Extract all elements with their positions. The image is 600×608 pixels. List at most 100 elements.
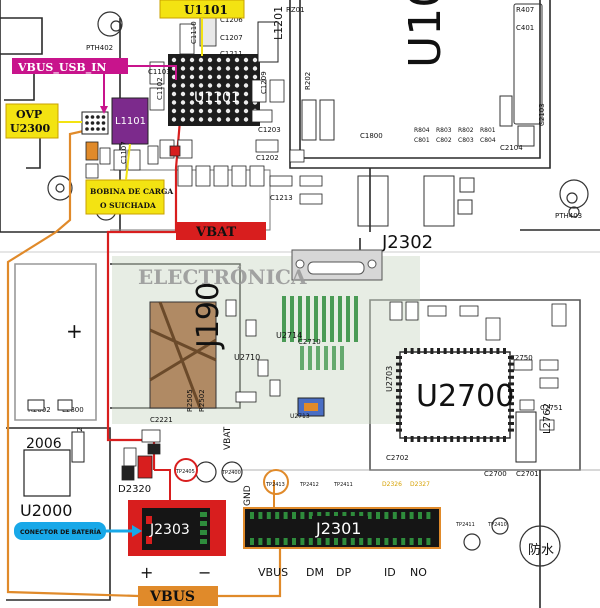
c801-label: C801 <box>414 137 430 144</box>
r802-label: R802 <box>458 127 474 134</box>
battery-plus-sign: + <box>140 563 153 582</box>
pin-dm-label: DM <box>306 566 324 579</box>
d2320-label: D2320 <box>118 484 151 495</box>
bobina-callout <box>85 179 165 215</box>
vbus-callout-text: VBUS <box>149 589 195 605</box>
vbus-callout <box>138 586 218 606</box>
u2700-chip <box>399 351 511 439</box>
c1800-label: C1800 <box>360 132 383 140</box>
waterproof-label: 防水 <box>528 542 554 558</box>
r804-label: R804 <box>414 127 430 134</box>
j2302-label: J2302 <box>381 232 433 253</box>
c2750-label: C2750 <box>510 354 533 362</box>
tp2411-label: TP2411 <box>333 482 353 488</box>
u1101-chip-label: U1101 <box>194 90 240 106</box>
c2751-label: C2751 <box>540 404 563 412</box>
r2006-label: 2006 <box>26 436 62 452</box>
r2505-label: R2505 <box>186 389 194 412</box>
c1102-label: C1102 <box>156 77 164 100</box>
pth402-label: PTH402 <box>86 44 113 52</box>
u2710-label: U2710 <box>234 353 260 362</box>
c2710-label: C2710 <box>298 338 321 346</box>
r2502-label: R2502 <box>198 389 206 412</box>
c2700-label: C2700 <box>484 470 507 478</box>
vbus-usb-in-text: VBUS_USB_IN <box>17 61 106 75</box>
tp2400-label: TP2400 <box>221 470 241 476</box>
ovp-text: OVP <box>16 108 42 121</box>
c401-label: C401 <box>516 24 534 32</box>
c1209-label: C1209 <box>260 71 268 94</box>
waterproof-ring <box>519 525 561 567</box>
u2700-label: U2700 <box>416 379 514 414</box>
c803-label: C803 <box>458 137 474 144</box>
u2000-label: U2000 <box>20 501 72 520</box>
u2703-label: U2703 <box>385 366 394 392</box>
watermark-electronica: ELECTRÓNICA <box>138 264 307 289</box>
c1203-label: C1203 <box>258 126 281 134</box>
d2326-label: D2326 <box>382 481 402 488</box>
j190-label: J190 <box>191 282 226 350</box>
c1202-label: C1202 <box>256 154 279 162</box>
vbus-usb-in-callout <box>12 58 128 74</box>
c1206-label: C1206 <box>220 16 243 24</box>
r202-label: R202 <box>304 72 312 90</box>
tp2410-label: TP2410 <box>487 522 507 528</box>
l2762-label: L2762 <box>542 403 553 434</box>
gnd-label: GND <box>243 485 253 506</box>
conector-bateria-callout <box>14 522 106 540</box>
pin-no-label: NO <box>410 566 427 579</box>
c1107-label: C1107 <box>120 141 128 164</box>
u2000-chip <box>23 449 71 497</box>
l1101-label: L1101 <box>115 116 146 127</box>
u2713-label: U2713 <box>290 413 310 420</box>
j2303-connector <box>142 508 210 550</box>
tp2412-label: TP2412 <box>299 482 319 488</box>
j2301-label: J2301 <box>315 519 361 538</box>
c2104-label: C2104 <box>500 144 523 152</box>
c802-label: C802 <box>436 137 452 144</box>
c2701-label: C2701 <box>516 470 539 478</box>
r407-label: R407 <box>516 6 534 14</box>
pin-vbus-label: VBUS <box>258 566 288 579</box>
pth403-label: PTH403 <box>555 212 582 220</box>
c1103-label: C1103 <box>148 68 171 76</box>
c2221-label: C2221 <box>150 416 173 424</box>
vbat-vertical-label: VBAT <box>223 426 233 450</box>
vbus-trace <box>6 128 282 598</box>
battery-minus-sign: − <box>198 563 211 582</box>
c804-label: C804 <box>480 137 496 144</box>
tp2405-label: TP2405 <box>175 469 195 475</box>
l2800-label: L2800 <box>62 406 84 414</box>
l1101-inductor <box>111 97 149 145</box>
tp2413-highlight <box>263 469 289 495</box>
c1110-label: C1110 <box>190 21 198 44</box>
u2300-text: U2300 <box>10 122 51 135</box>
r201-label: RZ01 <box>286 6 305 14</box>
u1101-chip <box>168 54 260 126</box>
pin-dp-label: DP <box>336 566 351 579</box>
tp2413-label: TP2413 <box>265 482 285 488</box>
u2714-label: U2714 <box>276 331 302 340</box>
r803-label: R803 <box>436 127 452 134</box>
bobina-line2: O SUICHADA <box>100 201 156 210</box>
u10-label: U10 <box>400 0 451 68</box>
vbat-callout <box>176 222 266 240</box>
u10-shield-outline <box>289 0 551 169</box>
j2303-label: J2303 <box>149 522 190 538</box>
d2327-label: D2327 <box>410 481 430 488</box>
c1211-label: C1211 <box>220 50 243 58</box>
bobina-line1: BOBINA DE CARGA <box>90 187 173 196</box>
u1101-callout-text: U1101 <box>184 3 228 17</box>
c1213-label: C1213 <box>270 194 293 202</box>
pin-id-label: ID <box>384 566 396 579</box>
r801-label: R801 <box>480 127 496 134</box>
conector-bateria-text: CONECTOR DE BATERÍA <box>20 527 101 536</box>
tp2411-right-label: TP2411 <box>455 522 475 528</box>
c2702-label: C2702 <box>386 454 409 462</box>
c1207-label: C1207 <box>220 34 243 42</box>
tp2405-highlight <box>174 458 198 482</box>
vbat-callout-text: VBAT <box>195 225 236 240</box>
plus-sign-left: + <box>66 319 83 343</box>
